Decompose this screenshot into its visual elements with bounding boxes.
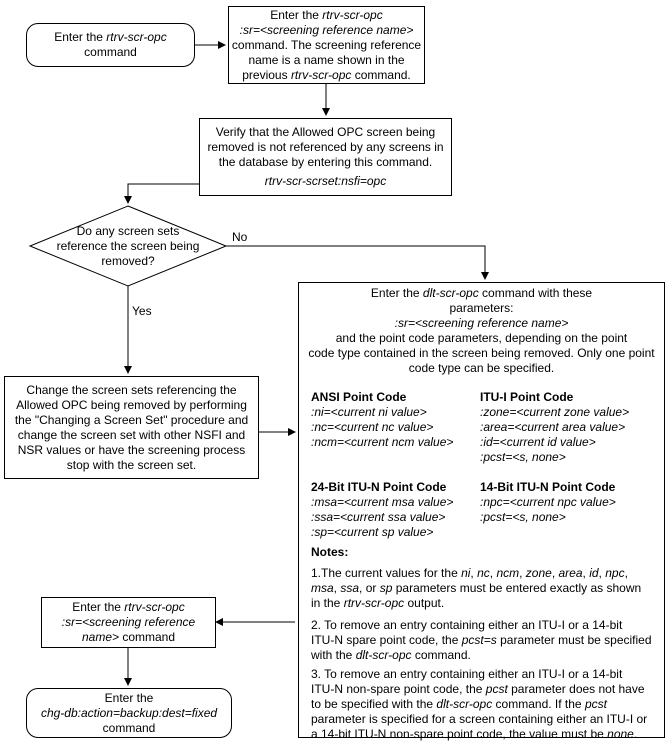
- note-1: 1.The current values for the ni, nc, ncm…: [311, 566, 642, 610]
- decision-no-label: No: [232, 230, 248, 244]
- itu-n14-point-code: 14-Bit ITU-N Point Code :npc=<current np…: [480, 480, 616, 524]
- chg-db-box: Enter the chg-db:action=backup:dest=fixe…: [26, 688, 232, 738]
- decision-question: Do any screen sets reference the screen …: [56, 224, 200, 268]
- verify-box: Verify that the Allowed OPC screen being…: [199, 118, 452, 196]
- arrow-no-to-dlt: [226, 245, 489, 280]
- note-3: 3. To remove an entry containing either …: [311, 667, 648, 741]
- rtrv-scr-opc-verify-box: Enter the rtrv-scr-opc :sr=<screening re…: [41, 597, 216, 648]
- ansi-point-code: ANSI Point Code :ni=<current ni value> :…: [311, 390, 454, 449]
- decision-yes-label: Yes: [132, 304, 152, 318]
- rtrv-scr-opc-step-box: Enter the rtrv-scr-opc :sr=<screening re…: [228, 6, 425, 84]
- note-2: 2. To remove an entry containing either …: [311, 618, 652, 662]
- dlt-header: Enter the dlt-scr-opc command with these…: [308, 286, 655, 375]
- itu-n24-point-code: 24-Bit ITU-N Point Code :msa=<current ms…: [311, 480, 454, 539]
- dlt-scr-opc-box: Enter the dlt-scr-opc command with these…: [298, 282, 665, 741]
- start-box: Enter the rtrv-scr-opc command: [26, 23, 195, 67]
- notes-title: Notes:: [311, 545, 349, 559]
- change-screen-sets-box: Change the screen sets referencing the A…: [4, 376, 259, 479]
- itu-i-point-code: ITU-I Point Code :zone=<current zone val…: [480, 390, 630, 464]
